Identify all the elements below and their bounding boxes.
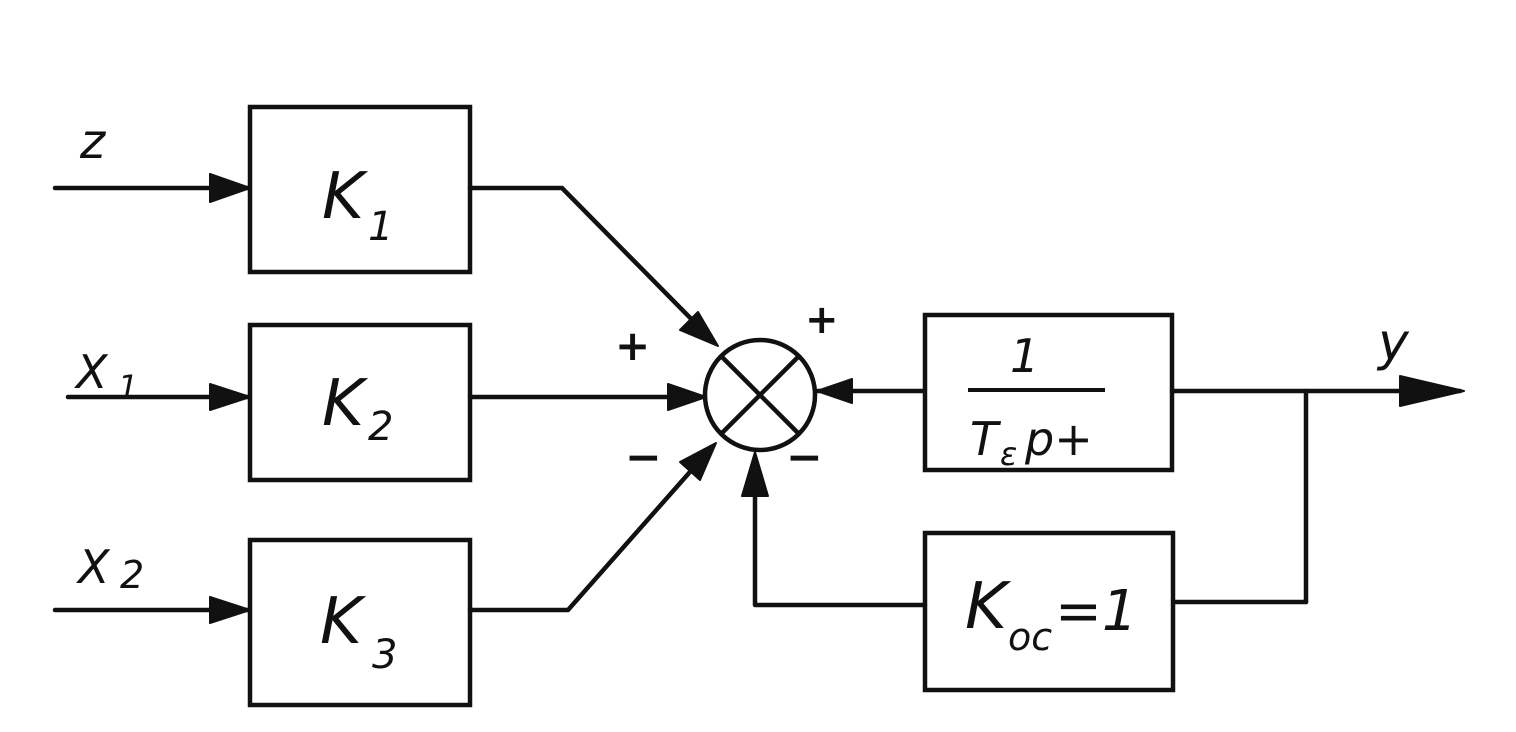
gain-k1-subscript: 1 — [368, 204, 393, 250]
gain-k2-subscript: 2 — [368, 404, 393, 450]
feedback-rest: =1 — [1055, 579, 1138, 644]
sign-plant-input: + — [805, 297, 839, 343]
input-x1-arrowhead — [209, 383, 251, 411]
sign-k3-input: − — [625, 432, 662, 483]
sign-feedback-input: − — [786, 432, 823, 483]
output-y-arrowhead — [1399, 375, 1465, 407]
plant-transfer-block — [922, 312, 1175, 473]
gain-block-k3 — [247, 537, 473, 708]
input-x1-label: X — [74, 345, 109, 399]
input-x1-subscript: 1 — [118, 368, 138, 406]
plant-to-sum-arrowhead — [816, 378, 853, 404]
output-y-label: y — [1376, 313, 1410, 373]
input-z-label: z — [79, 114, 107, 170]
k1-to-sum-wire — [467, 185, 715, 343]
input-x2-subscript: 2 — [120, 553, 144, 597]
feedback-block — [922, 530, 1176, 693]
k2-to-sum-arrowhead — [667, 383, 707, 411]
sign-k2-input: + — [615, 321, 650, 370]
plant-den-subscript: ε — [1000, 435, 1017, 473]
gain-k2-label: K — [322, 367, 369, 441]
k3-to-sum-wire — [467, 444, 715, 613]
k3-to-sum-arrowhead — [679, 442, 717, 481]
input-x2-arrowhead — [209, 596, 251, 624]
plant-den-main: T — [970, 412, 1002, 466]
input-z-arrowhead — [209, 173, 251, 203]
gain-k1-label: K — [322, 160, 369, 234]
feedback-to-sum-wire — [752, 457, 928, 608]
plant-numerator: 1 — [1010, 329, 1039, 383]
feedback-to-sum-arrowhead — [741, 451, 769, 497]
summing-junction — [702, 337, 818, 453]
feedback-subscript: oc — [1008, 615, 1052, 659]
gain-block-k1 — [247, 104, 473, 275]
k1-to-sum-arrowhead — [679, 311, 719, 347]
gain-k3-label: K — [320, 585, 367, 659]
plant-den-rest: p+ — [1024, 412, 1093, 466]
gain-block-k2 — [247, 322, 473, 483]
feedback-main: K — [965, 570, 1012, 644]
gain-k3-subscript: 3 — [372, 632, 397, 678]
input-x2-label: X — [76, 540, 111, 594]
